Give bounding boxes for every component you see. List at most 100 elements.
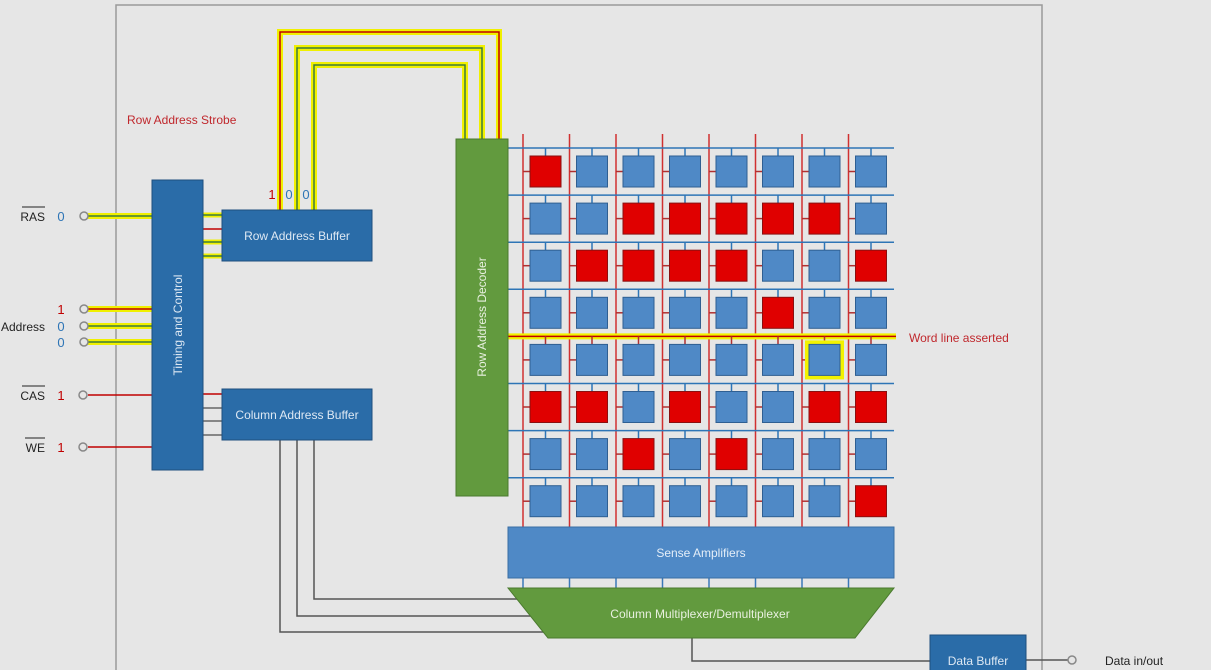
memory-cell-zero bbox=[622, 391, 655, 423]
memory-cell-zero bbox=[576, 155, 608, 188]
column-address-buffer-block bbox=[221, 388, 373, 441]
address-pin-0 bbox=[79, 337, 89, 347]
memory-cell-zero bbox=[715, 485, 748, 518]
column-address-bus bbox=[279, 440, 548, 633]
cas-value: 1 bbox=[57, 388, 64, 403]
ras-pin bbox=[79, 211, 89, 221]
memory-cell-one bbox=[669, 249, 701, 282]
data-io-pin bbox=[1067, 655, 1077, 665]
memory-cell-zero bbox=[669, 438, 701, 471]
memory-cell-one bbox=[622, 438, 655, 471]
memory-cell-one bbox=[529, 391, 562, 423]
data-io-label: Data in/out bbox=[1105, 654, 1164, 668]
row-address-bus bbox=[277, 29, 502, 210]
memory-cell-one bbox=[855, 249, 887, 282]
sense-amplifiers-block bbox=[507, 526, 895, 579]
memory-cell-zero bbox=[622, 155, 655, 188]
memory-cell-zero bbox=[529, 438, 562, 471]
ras-value: 0 bbox=[57, 209, 64, 224]
memory-cell-one bbox=[669, 391, 701, 423]
row-address-strobe-label: Row Address Strobe bbox=[127, 113, 237, 127]
address-label: Address bbox=[1, 320, 45, 334]
column-mux-label: Column Multiplexer/Demultiplexer bbox=[610, 607, 789, 621]
memory-cell-one bbox=[576, 249, 608, 282]
ras-label: RAS bbox=[20, 210, 45, 224]
address-value-0: 0 bbox=[57, 335, 64, 350]
memory-cell-one bbox=[715, 249, 748, 282]
memory-cell-zero bbox=[576, 343, 608, 376]
memory-cell-zero bbox=[669, 296, 701, 329]
address-pin-2 bbox=[79, 304, 89, 314]
row-address-buffer-block bbox=[221, 209, 373, 262]
memory-cell-zero bbox=[762, 391, 794, 423]
memory-cell-zero bbox=[576, 202, 608, 235]
memory-cell-zero bbox=[622, 343, 655, 376]
memory-cell-zero bbox=[622, 296, 655, 329]
timing-control-block bbox=[151, 179, 204, 471]
row-bit-0: 0 bbox=[302, 187, 309, 202]
memory-cell-zero bbox=[808, 438, 841, 471]
row-bit-1: 0 bbox=[285, 187, 292, 202]
memory-cell-zero bbox=[669, 155, 701, 188]
we-pin bbox=[78, 442, 88, 452]
memory-cell-zero bbox=[529, 485, 562, 518]
memory-cell-zero bbox=[622, 485, 655, 518]
input-lines bbox=[88, 213, 152, 448]
memory-cell-zero bbox=[855, 202, 887, 235]
column-address-buffer-label: Column Address Buffer bbox=[235, 408, 358, 422]
address-value-2: 1 bbox=[57, 302, 64, 317]
memory-cell-zero bbox=[855, 296, 887, 329]
we-value: 1 bbox=[57, 440, 64, 455]
memory-cell-one bbox=[762, 202, 794, 235]
memory-cell-zero bbox=[855, 438, 887, 471]
cas-label: CAS bbox=[20, 389, 45, 403]
memory-cell-zero bbox=[762, 343, 794, 376]
we-label: WE bbox=[26, 441, 45, 455]
word-line-asserted-label: Word line asserted bbox=[909, 331, 1009, 345]
column-address-bus-2 bbox=[296, 440, 540, 617]
row-address-decoder-label: Row Address Decoder bbox=[475, 257, 489, 376]
memory-cell-one bbox=[715, 202, 748, 235]
memory-cell-one bbox=[808, 202, 841, 235]
column-mux-block bbox=[506, 587, 896, 639]
memory-cell-one bbox=[669, 202, 701, 235]
address-value-1: 0 bbox=[57, 319, 64, 334]
address-pin-1 bbox=[79, 321, 89, 331]
memory-cell-zero bbox=[529, 249, 562, 282]
memory-array bbox=[508, 134, 896, 588]
memory-cell-zero bbox=[762, 485, 794, 518]
memory-cell-one bbox=[576, 391, 608, 423]
row-bit-2: 1 bbox=[268, 187, 275, 202]
memory-cell-zero bbox=[762, 155, 794, 188]
memory-cell-zero bbox=[808, 155, 841, 188]
memory-cell-one bbox=[715, 438, 748, 471]
memory-cell-one bbox=[529, 155, 562, 188]
row-address-decoder-block bbox=[455, 138, 509, 497]
memory-cell-zero bbox=[715, 296, 748, 329]
memory-cell-zero bbox=[576, 438, 608, 471]
data-buffer-label: Data Buffer bbox=[948, 654, 1008, 668]
memory-cell-zero bbox=[576, 296, 608, 329]
data-path-line bbox=[691, 638, 930, 662]
memory-cell-zero bbox=[529, 202, 562, 235]
memory-cell-zero bbox=[855, 343, 887, 376]
memory-cell-zero bbox=[762, 249, 794, 282]
memory-cell-zero bbox=[715, 343, 748, 376]
memory-cell-zero bbox=[529, 296, 562, 329]
memory-cell-zero bbox=[715, 391, 748, 423]
row-address-buffer-label: Row Address Buffer bbox=[244, 229, 350, 243]
sense-amplifiers-label: Sense Amplifiers bbox=[656, 546, 745, 560]
memory-cell-zero bbox=[808, 296, 841, 329]
memory-cell-zero bbox=[808, 249, 841, 282]
timing-to-col-buffer-lines bbox=[203, 393, 222, 436]
memory-cell-one bbox=[622, 202, 655, 235]
memory-cell-zero bbox=[669, 343, 701, 376]
memory-cell-one bbox=[808, 391, 841, 423]
input-pins bbox=[78, 211, 1077, 665]
timing-to-row-buffer-lines bbox=[203, 212, 222, 259]
memory-cell-one bbox=[855, 485, 887, 518]
cas-pin bbox=[78, 390, 88, 400]
memory-cell-zero bbox=[715, 155, 748, 188]
memory-cell-one bbox=[762, 296, 794, 329]
